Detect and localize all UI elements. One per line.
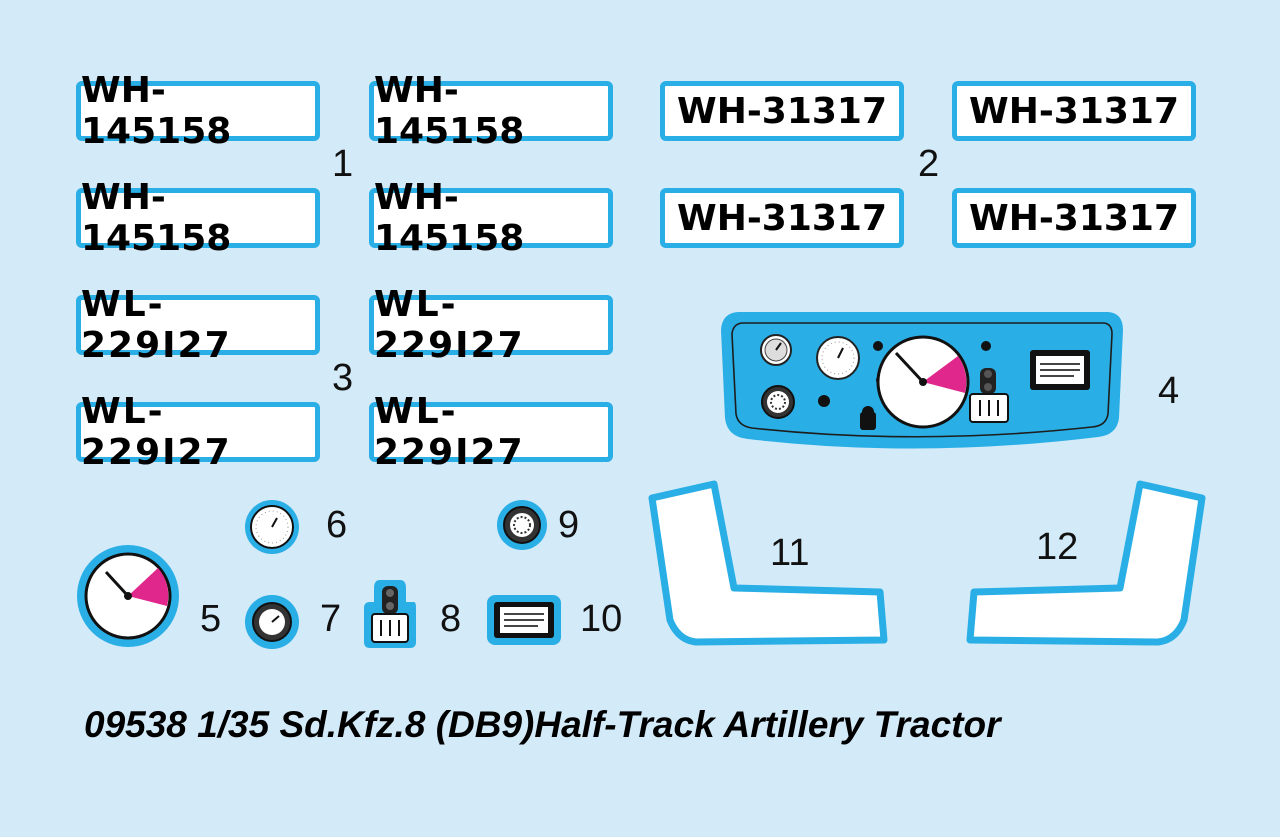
seat-decal-left: [648, 480, 888, 646]
lamp-pair: [980, 368, 996, 394]
decal-number-10: 10: [580, 598, 623, 640]
knob-1: [873, 341, 883, 351]
decal-number-1: 1: [332, 143, 354, 185]
decal-number-5: 5: [200, 598, 222, 640]
plate-3c: WL-229I27: [76, 391, 320, 473]
dark-gauge-decal: [497, 500, 547, 550]
small-gauge-decal: [245, 595, 299, 649]
speedometer-decal: [77, 545, 179, 647]
sheet-title: 09538 1/35 Sd.Kfz.8 (DB9)Half-Track Arti…: [84, 704, 1001, 745]
clock-gauge-decal: [245, 500, 299, 554]
decal-number-4: 4: [1158, 370, 1180, 412]
plate-1b: WH-145158: [369, 70, 613, 152]
knob-4: [981, 341, 991, 351]
data-plate: [1030, 350, 1090, 390]
decal-number-11: 11: [770, 532, 810, 574]
plate-1d: WH-145158: [369, 177, 613, 259]
switch-block: [969, 393, 1009, 423]
decal-number-9: 9: [558, 504, 580, 546]
decal-number-2: 2: [918, 143, 940, 185]
knob-3: [818, 395, 830, 407]
decal-number-6: 6: [326, 504, 348, 546]
plate-1c: WH-145158: [76, 177, 320, 259]
plate-1a: WH-145158: [76, 70, 320, 152]
lock-icon: [860, 406, 876, 430]
plate-2a: WH-31317: [660, 81, 904, 141]
gauge-small-upper-left: [760, 334, 792, 366]
seat-decal-right: [966, 480, 1206, 646]
plate-2b: WH-31317: [952, 81, 1196, 141]
dashboard-panel-decal: [720, 312, 1124, 449]
gauge-speedometer: [876, 335, 970, 429]
data-plate-decal: [487, 595, 561, 645]
plate-3d: WL-229I27: [369, 391, 613, 473]
decal-number-3: 3: [332, 357, 354, 399]
plate-2d: WH-31317: [952, 188, 1196, 248]
plate-3a: WL-229I27: [76, 284, 320, 366]
decal-number-7: 7: [320, 598, 342, 640]
plate-3b: WL-229I27: [369, 284, 613, 366]
plate-2c: WH-31317: [660, 188, 904, 248]
decal-number-8: 8: [440, 598, 462, 640]
gauge-clock: [816, 336, 860, 380]
decal-number-12: 12: [1036, 526, 1079, 568]
gauge-small-lower-left: [761, 385, 795, 419]
switch-panel-decal: [364, 580, 416, 648]
